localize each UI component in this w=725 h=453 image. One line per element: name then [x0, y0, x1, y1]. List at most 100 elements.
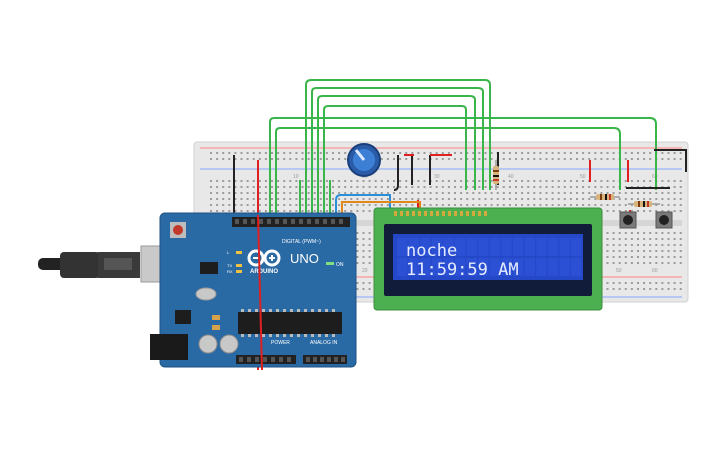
breadboard-hole	[490, 158, 493, 160]
breadboard-hole	[515, 192, 517, 194]
breadboard-hole	[484, 180, 487, 182]
breadboard-hole	[240, 152, 243, 154]
breadboard-hole	[649, 262, 652, 264]
breadboard-hole	[655, 238, 658, 240]
breadboard-hole	[344, 186, 347, 188]
breadboard-hole	[325, 158, 328, 160]
breadboard-hole	[582, 152, 585, 154]
breadboard-hole	[368, 282, 371, 284]
wire-green	[275, 127, 621, 215]
breadboard-hole	[630, 204, 633, 206]
wire-green	[305, 79, 491, 215]
push-button[interactable]	[619, 211, 637, 229]
wire-green	[317, 95, 476, 215]
breadboard-hole	[386, 158, 389, 160]
breadboard-hole	[362, 186, 365, 188]
breadboard-hole	[252, 192, 255, 194]
breadboard-hole	[600, 192, 603, 194]
breadboard-hole	[606, 250, 609, 252]
breadboard-hole	[301, 152, 304, 154]
breadboard-hole	[319, 210, 322, 212]
breadboard-hole	[551, 186, 554, 188]
breadboard-hole	[508, 198, 511, 200]
breadboard-hole	[606, 204, 609, 206]
lcd-display[interactable]: noche 11:59:59 AM	[373, 207, 603, 311]
breadboard-hole	[325, 204, 328, 206]
breadboard-hole	[246, 192, 249, 194]
breadboard-hole	[216, 180, 219, 182]
breadboard-hole	[362, 204, 365, 206]
breadboard-hole	[356, 288, 359, 290]
breadboard-hole	[399, 198, 402, 200]
breadboard-hole	[380, 186, 383, 188]
breadboard-hole	[490, 204, 493, 206]
chip-pin	[255, 309, 258, 312]
breadboard-hole	[307, 152, 310, 154]
breadboard-hole	[502, 198, 505, 200]
breadboard-hole	[679, 152, 682, 154]
col-label: 30	[434, 174, 440, 180]
chip-pin	[241, 334, 244, 337]
breadboard-hole	[624, 180, 627, 182]
breadboard-hole	[319, 186, 322, 188]
breadboard-hole	[655, 250, 658, 252]
breadboard-hole	[356, 244, 359, 246]
breadboard-hole	[667, 262, 670, 264]
breadboard-hole	[283, 210, 286, 212]
breadboard-hole	[435, 158, 438, 160]
breadboard-hole	[667, 152, 670, 154]
breadboard-hole	[350, 210, 353, 212]
resistor[interactable]	[628, 201, 660, 207]
breadboard-hole	[277, 210, 280, 212]
push-button[interactable]	[655, 211, 673, 229]
breadboard-hole	[368, 210, 371, 212]
breadboard-hole	[264, 210, 267, 212]
potentiometer[interactable]	[347, 143, 381, 177]
on-label: ON	[336, 262, 344, 268]
breadboard-hole	[649, 210, 652, 212]
breadboard-hole	[399, 158, 402, 160]
breadboard-hole	[258, 186, 261, 188]
breadboard-hole	[332, 204, 334, 206]
usb-cable[interactable]	[38, 245, 174, 283]
breadboard-hole	[277, 186, 280, 188]
breadboard-hole	[417, 186, 420, 188]
breadboard-hole	[356, 186, 359, 188]
wire-green	[269, 117, 657, 215]
breadboard-hole	[429, 152, 432, 154]
green-wires[interactable]	[269, 79, 657, 215]
breadboard-hole	[289, 198, 292, 200]
resistor[interactable]	[493, 160, 499, 190]
breadboard-hole	[319, 180, 322, 182]
chip-pin	[332, 309, 335, 312]
breadboard-hole	[271, 158, 273, 160]
breadboard-col-labels: 10 20 30 40 50 60 20 50 60	[293, 174, 658, 274]
breadboard-hole	[508, 204, 511, 206]
breadboard-hole	[612, 244, 615, 246]
pin-wires[interactable]	[257, 214, 263, 371]
breadboard-hole	[582, 186, 585, 188]
header-pin	[323, 219, 327, 224]
breadboard-hole	[277, 204, 280, 206]
resistor[interactable]	[590, 194, 620, 200]
breadboard-hole	[319, 158, 322, 160]
breadboard-hole	[307, 204, 310, 206]
breadboard-hole	[374, 192, 377, 194]
breadboard-hole	[673, 210, 676, 212]
arduino-uno[interactable]: DIGITAL (PWM~) ARDUINO UNO ON L TX RX	[38, 212, 357, 368]
digital-label: DIGITAL (PWM~)	[282, 239, 321, 245]
breadboard-hole	[661, 250, 664, 252]
chip-pin	[248, 334, 251, 337]
breadboard-hole	[393, 180, 395, 182]
breadboard-hole	[673, 262, 676, 264]
breadboard-hole	[667, 204, 670, 206]
breadboard-hole	[508, 152, 511, 154]
breadboard-hole	[460, 186, 463, 188]
breadboard-hole	[618, 204, 621, 206]
breadboard-hole	[533, 204, 536, 206]
breadboard-hole	[210, 210, 212, 212]
breadboard-hole	[624, 288, 627, 290]
breadboard-hole	[637, 282, 639, 284]
breadboard-hole	[655, 210, 658, 212]
